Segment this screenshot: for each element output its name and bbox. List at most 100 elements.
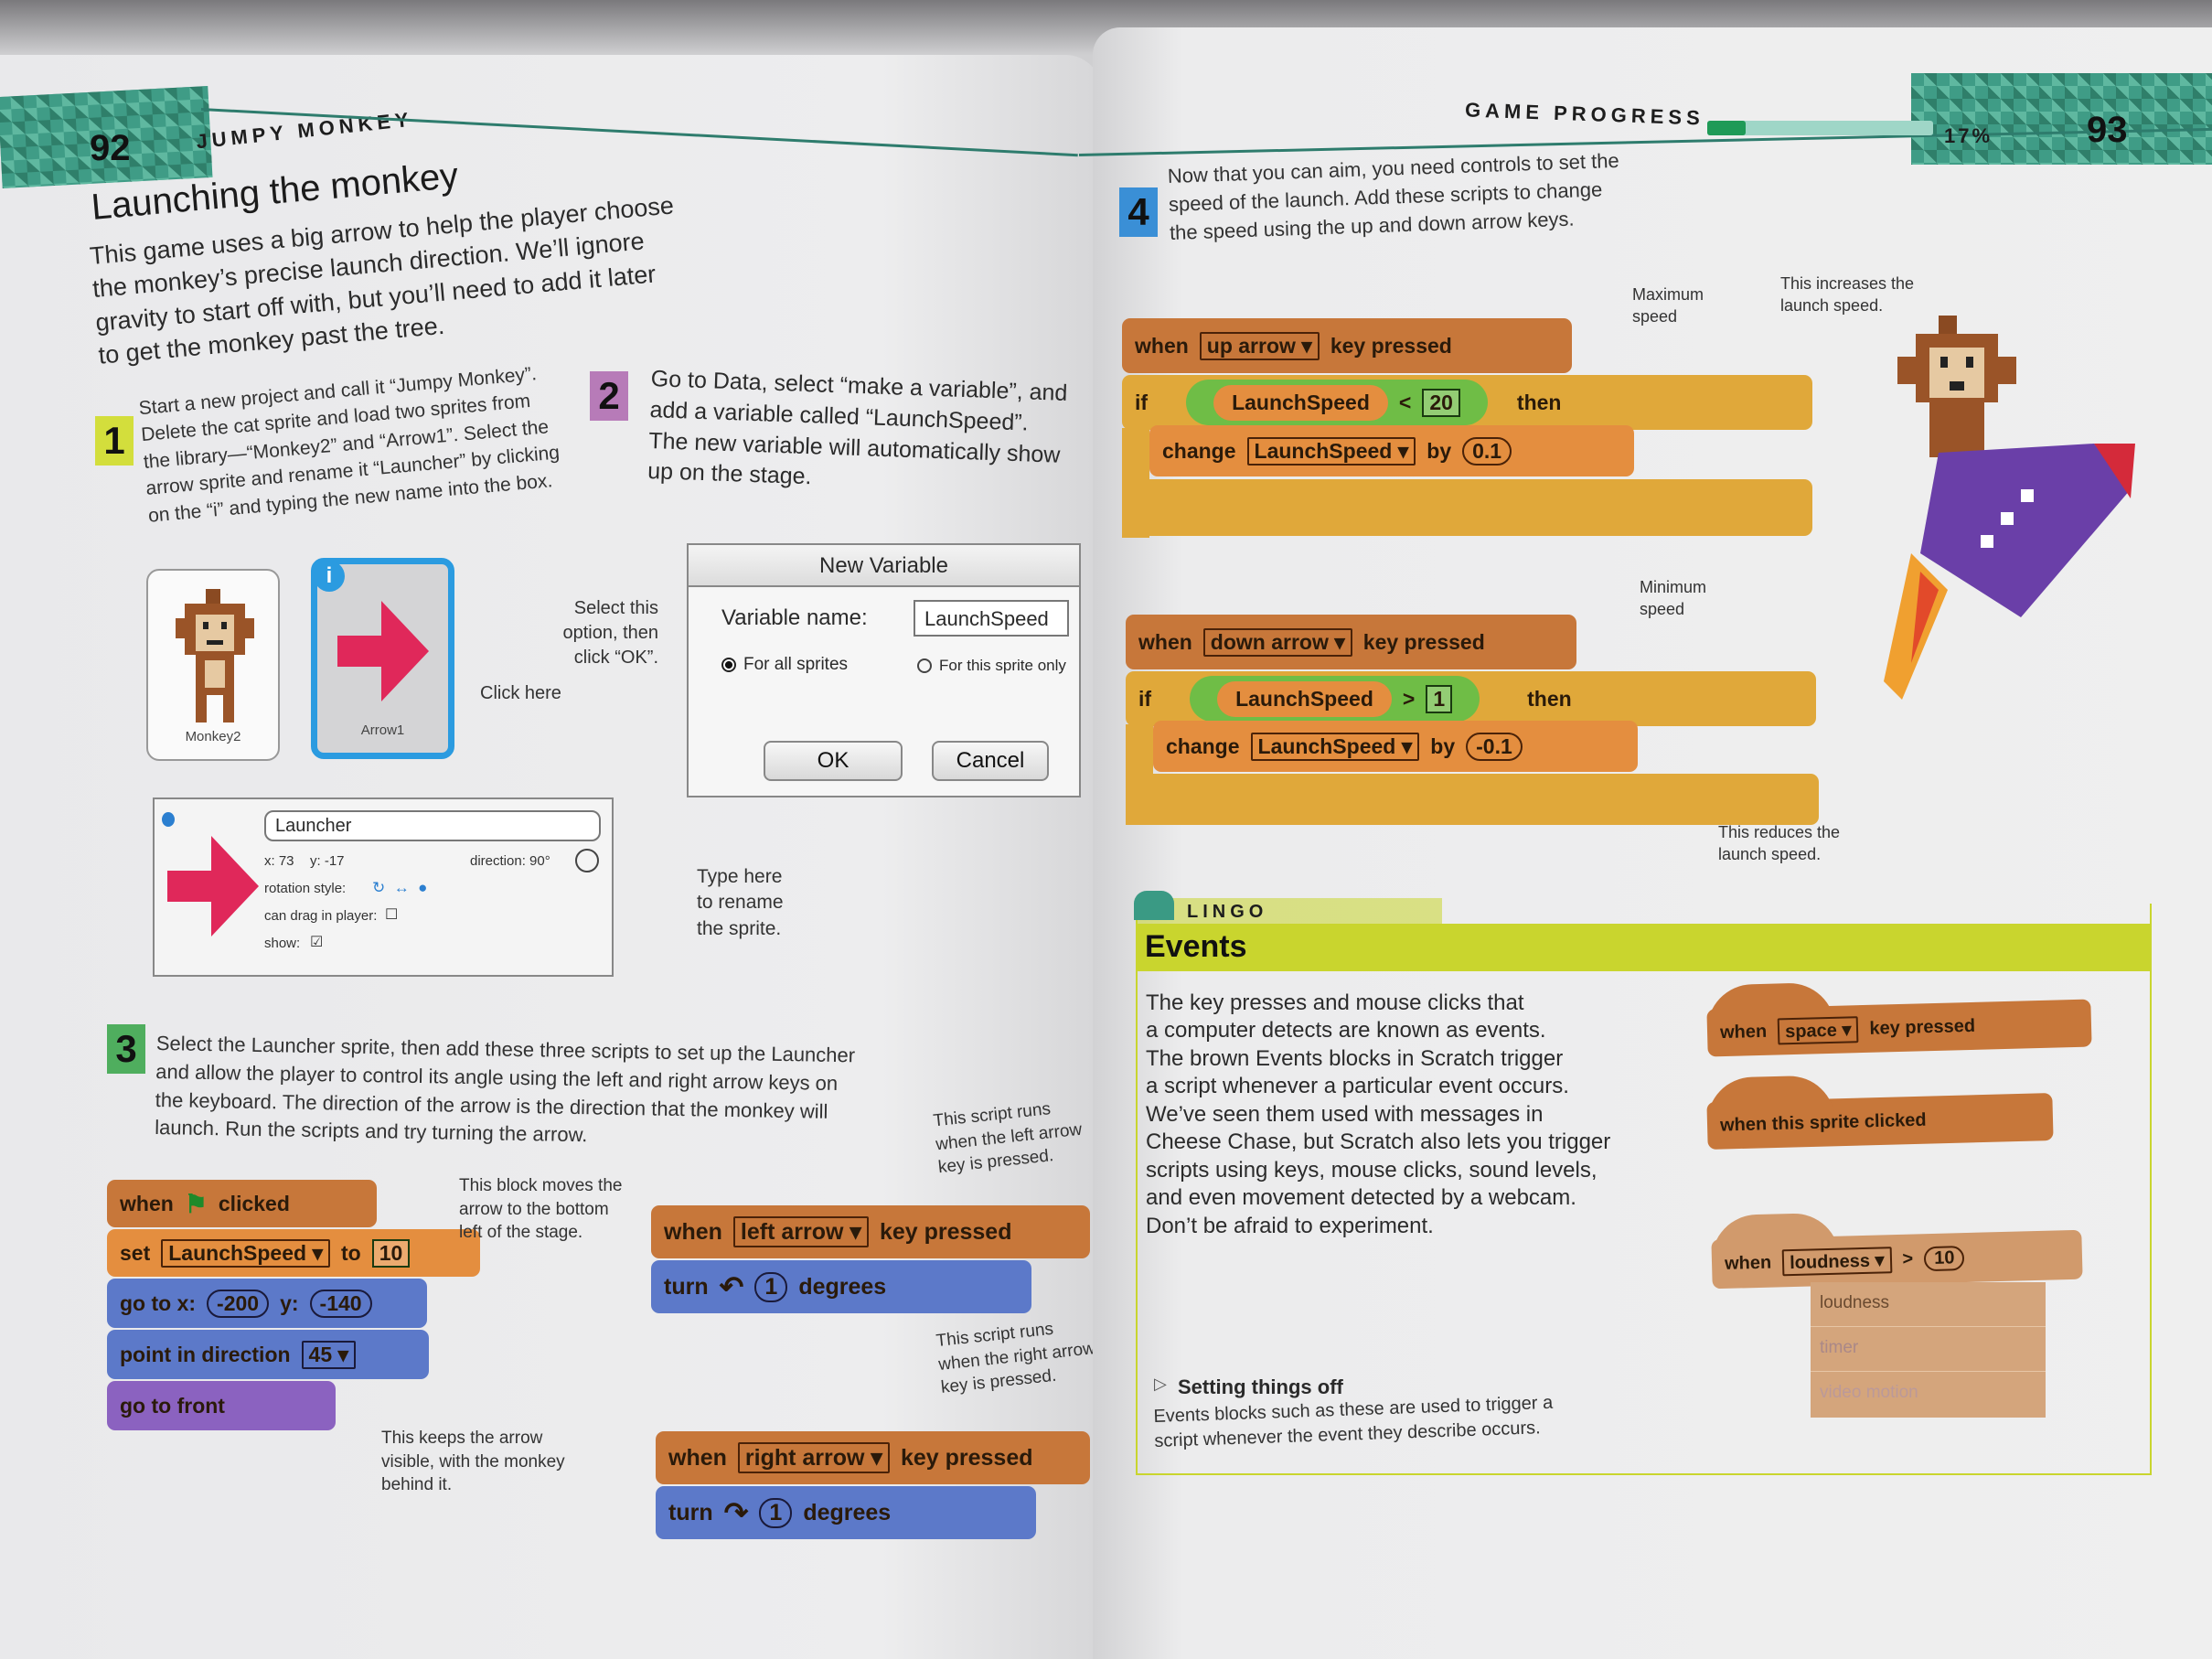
cancel-button[interactable]: Cancel — [932, 741, 1049, 781]
new-variable-dialog: New Variable Variable name: LaunchSpeed … — [687, 543, 1081, 797]
block-text: when — [664, 1218, 722, 1245]
monkey-rocket-illustration — [1884, 316, 2135, 700]
variable-dropdown[interactable]: LaunchSpeed ▾ — [1246, 436, 1416, 466]
key-dropdown[interactable]: left arrow ▾ — [732, 1216, 869, 1247]
degrees-input[interactable]: 1 — [759, 1497, 793, 1528]
block-text: when this sprite clicked — [1719, 1109, 1927, 1136]
rotation-style-icons[interactable]: ↻ ↔ ● — [372, 879, 428, 896]
dropdown-option[interactable]: video motion — [1820, 1383, 1918, 1402]
when-space-pressed-block[interactable]: when space ▾ key pressed — [1706, 999, 2092, 1057]
block-text: then — [1527, 686, 1572, 711]
key-dropdown[interactable]: space ▾ — [1777, 1015, 1859, 1044]
key-dropdown[interactable]: right arrow ▾ — [737, 1442, 890, 1473]
block-text: change — [1166, 733, 1240, 758]
type-here-note: Type here to rename the sprite. — [697, 866, 784, 939]
if-then-block[interactable]: if LaunchSpeed < 20 then — [1122, 375, 1812, 430]
change-variable-block[interactable]: change LaunchSpeed ▾ by -0.1 — [1153, 721, 1638, 772]
operator-symbol: < — [1398, 390, 1412, 414]
turn-right-block[interactable]: turn ↷ 1 degrees — [656, 1486, 1036, 1539]
when-sensor-greater-block[interactable]: when loudness ▾ > 10 — [1711, 1229, 2083, 1290]
back-icon[interactable] — [162, 812, 175, 827]
y-input[interactable]: -140 — [309, 1289, 372, 1318]
go-to-front-block[interactable]: go to front — [107, 1381, 336, 1430]
block-text: turn — [668, 1499, 713, 1525]
page-number: 92 — [90, 128, 131, 168]
note-keeps-visible: This keeps the arrow visible, with the m… — [381, 1429, 565, 1495]
when-left-arrow-pressed-block[interactable]: when left arrow ▾ key pressed — [651, 1182, 1090, 1258]
step-4-badge: 4 — [1119, 187, 1158, 237]
dropdown-option[interactable]: timer — [1811, 1327, 2046, 1372]
rotation-style-label: rotation style: — [264, 881, 347, 896]
variable-name-label: Variable name: — [721, 605, 868, 630]
caption-title: Setting things off — [1178, 1375, 1343, 1398]
greater-than-operator[interactable]: LaunchSpeed > 1 — [1190, 676, 1480, 722]
sprite-x: x: 73 — [264, 853, 294, 869]
page-number: 93 — [2087, 110, 2128, 150]
set-variable-block[interactable]: set LaunchSpeed ▾ to 10 — [107, 1229, 480, 1277]
amount-input[interactable]: 0.1 — [1462, 436, 1512, 466]
if-then-block[interactable]: if LaunchSpeed > 1 then — [1126, 671, 1816, 726]
caption-triangle-icon: ▷ — [1154, 1375, 1167, 1393]
can-drag-label: can drag in player: — [264, 908, 378, 924]
sprite-card-monkey2[interactable]: Monkey2 — [146, 569, 280, 761]
sprite-name-input[interactable]: Launcher — [264, 810, 601, 841]
block-text: when — [120, 1191, 174, 1215]
variable-dropdown[interactable]: LaunchSpeed ▾ — [161, 1238, 330, 1268]
radio-for-all-sprites[interactable]: For all sprites — [721, 655, 848, 675]
direction-dial[interactable] — [575, 849, 599, 872]
can-drag-checkbox[interactable]: ☐ — [385, 907, 399, 923]
block-text: set — [120, 1240, 151, 1265]
go-to-xy-block[interactable]: go to x: -200 y: -140 — [107, 1279, 427, 1328]
progress-fill — [1707, 121, 1746, 135]
step-2-text: Go to Data, select “make a variable”, an… — [647, 366, 1068, 490]
launchspeed-reporter[interactable]: LaunchSpeed — [1217, 680, 1392, 717]
step-4-text: Now that you can aim, you need controls … — [1167, 148, 1620, 244]
ok-button[interactable]: OK — [764, 741, 903, 781]
block-text: key pressed — [1330, 333, 1452, 358]
rotate-left-icon: ↶ — [719, 1270, 744, 1303]
block-text: when — [668, 1444, 727, 1471]
limit-input[interactable]: 1 — [1426, 684, 1453, 713]
point-in-direction-block[interactable]: point in direction 45 ▾ — [107, 1330, 429, 1379]
sprite-card-arrow1[interactable]: i Arrow1 — [311, 558, 454, 759]
x-input[interactable]: -200 — [207, 1289, 270, 1318]
less-than-operator[interactable]: LaunchSpeed < 20 — [1186, 380, 1488, 425]
limit-input[interactable]: 20 — [1422, 388, 1460, 417]
when-sprite-clicked-block[interactable]: when this sprite clicked — [1706, 1093, 2054, 1150]
variable-dropdown[interactable]: LaunchSpeed ▾ — [1250, 732, 1420, 761]
when-flag-clicked-block[interactable]: when ⚑ clicked — [107, 1156, 377, 1227]
lingo-tag: LINGO — [1187, 902, 1268, 922]
when-up-arrow-pressed-block[interactable]: when up arrow ▾ key pressed — [1122, 294, 1572, 373]
dropdown-option[interactable]: loudness — [1811, 1282, 2046, 1327]
turn-left-block[interactable]: turn ↶ 1 degrees — [651, 1260, 1031, 1313]
block-text: go to front — [120, 1393, 225, 1418]
threshold-input[interactable]: 10 — [1923, 1245, 1965, 1271]
sprite-direction: direction: 90° — [470, 853, 550, 869]
change-variable-block[interactable]: change LaunchSpeed ▾ by 0.1 — [1149, 425, 1634, 476]
amount-input[interactable]: -0.1 — [1466, 732, 1523, 761]
note-reduce-speed: This reduces the launch speed. — [1718, 823, 1841, 864]
if-block-bottom — [1122, 479, 1812, 536]
radio-for-this-sprite[interactable]: For this sprite only — [917, 657, 1066, 675]
direction-dropdown[interactable]: 45 ▾ — [301, 1340, 357, 1369]
value-input[interactable]: 10 — [371, 1238, 411, 1268]
degrees-input[interactable]: 1 — [754, 1271, 788, 1302]
variable-name-input[interactable]: LaunchSpeed — [914, 600, 1069, 637]
block-text: if — [1135, 390, 1149, 414]
key-dropdown[interactable]: down arrow ▾ — [1202, 627, 1352, 657]
arrow-sprite-icon — [167, 836, 259, 937]
block-text: then — [1516, 390, 1562, 414]
info-button[interactable]: i — [314, 561, 345, 592]
when-down-arrow-pressed-block[interactable]: when down arrow ▾ key pressed — [1126, 591, 1576, 669]
game-progress-bar — [1707, 121, 1933, 135]
if-block-bottom — [1126, 774, 1819, 825]
launchspeed-reporter[interactable]: LaunchSpeed — [1213, 384, 1388, 421]
block-text: degrees — [798, 1273, 887, 1300]
when-right-arrow-pressed-block[interactable]: when right arrow ▾ key pressed — [656, 1407, 1090, 1484]
block-text: when — [1724, 1252, 1772, 1274]
key-dropdown[interactable]: up arrow ▾ — [1199, 331, 1320, 360]
sensor-dropdown[interactable]: loudness ▾ — [1781, 1246, 1892, 1276]
show-checkbox[interactable]: ☑ — [310, 935, 324, 950]
block-text: when — [1719, 1021, 1768, 1043]
